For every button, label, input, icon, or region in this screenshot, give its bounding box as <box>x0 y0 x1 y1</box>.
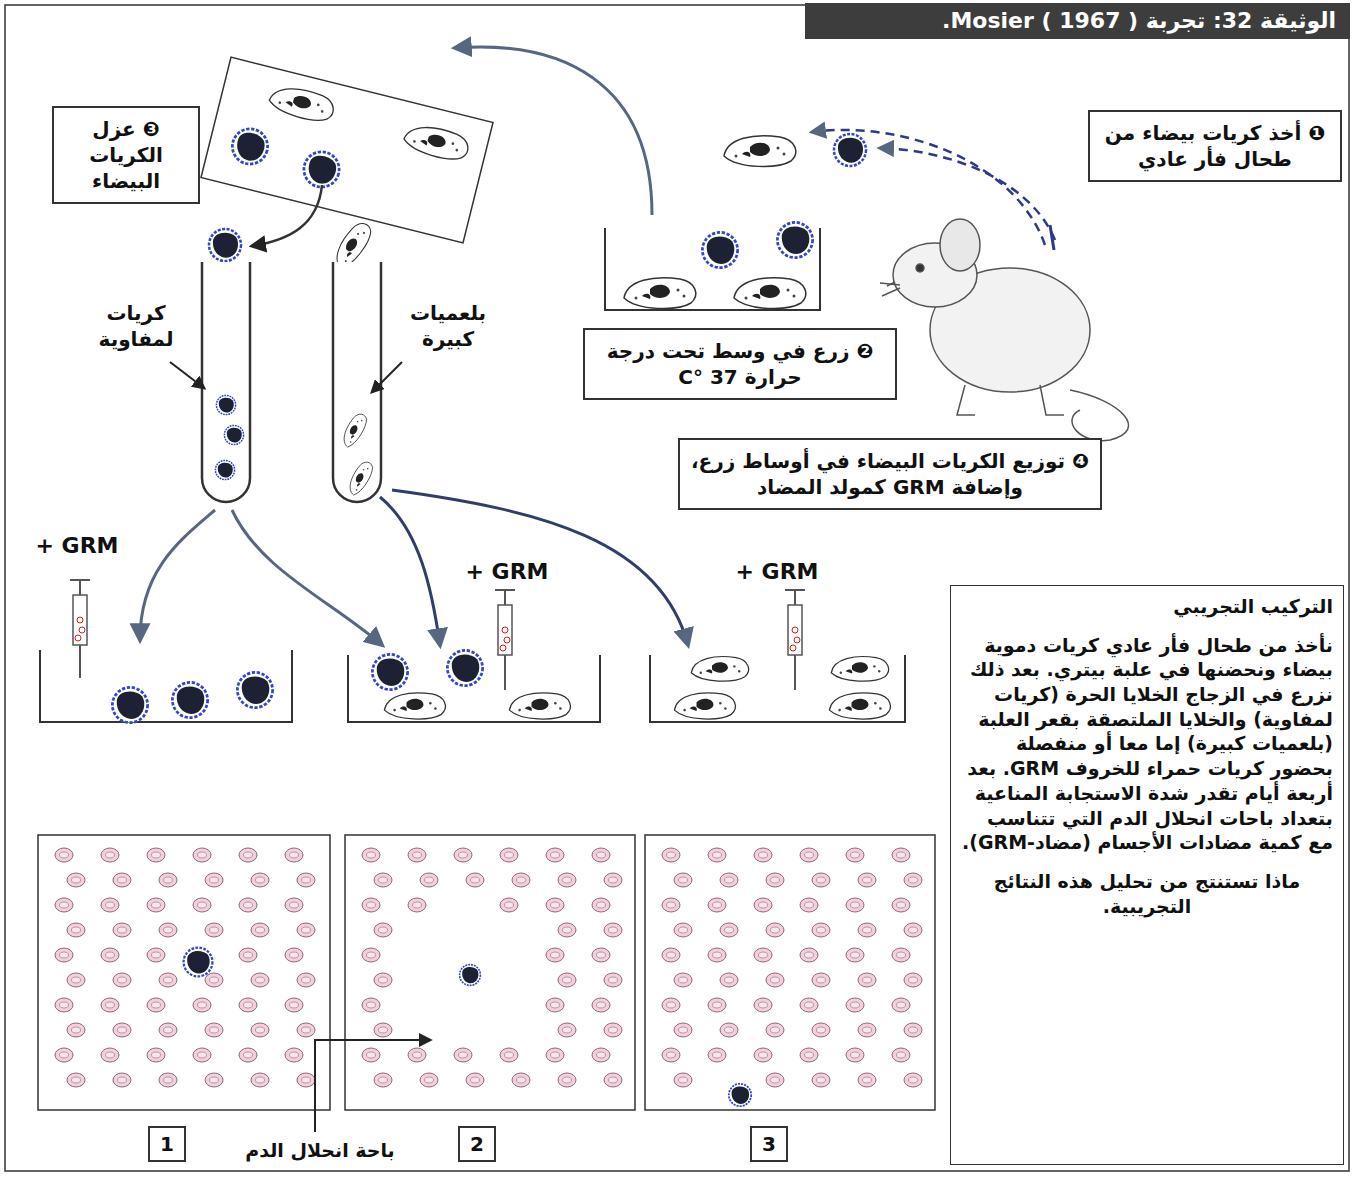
tube-label: كريات لمفاوية <box>86 300 186 352</box>
macrophage <box>724 136 796 167</box>
box-text: 3 <box>754 1131 784 1157</box>
culture-dish <box>40 650 905 722</box>
test-tube <box>202 262 381 502</box>
mouse <box>880 219 1129 441</box>
box-text: ❷ زرع في وسط تحت درجة حرارة 37 °C <box>595 338 885 390</box>
leader-line <box>372 362 402 392</box>
slide <box>201 57 493 243</box>
panel-number: 2 <box>458 1126 496 1162</box>
panel-number: 3 <box>750 1126 788 1162</box>
syringe <box>70 580 805 690</box>
arrow <box>252 185 322 246</box>
step-box: ❹ توزيع الكريات البيضاء في أوساط زرع، وإ… <box>678 438 1102 510</box>
result-panel <box>38 835 935 1110</box>
box-question: ماذا تستنتج من تحليل هذه النتائج التجريب… <box>961 869 1333 918</box>
box-body: نأخذ من طحال فأر عادي كريات دموية بيضاء … <box>961 633 1333 855</box>
box-text: ❹ توزيع الكريات البيضاء في أوساط زرع، وإ… <box>690 448 1090 500</box>
reagent-label: + GRM <box>22 532 132 561</box>
tube-label: بلعميات كبيرة <box>398 300 498 352</box>
leader-line <box>170 362 204 388</box>
arrow <box>140 490 688 645</box>
step-box: ❸ عزل الكريات البيضاء <box>52 106 200 204</box>
box-text: ❶ أخذ كريات بيضاء من طحال فأر عادي <box>1100 120 1330 172</box>
step-box: ❶ أخذ كريات بيضاء من طحال فأر عادي <box>1088 110 1342 182</box>
box-heading: التركيب التجريبي <box>961 594 1333 619</box>
reagent-label: + GRM <box>452 558 562 587</box>
lymphocyte <box>834 134 866 166</box>
setup-box: التركيب التجريبي نأخذ من طحال فأر عادي كر… <box>950 585 1344 1165</box>
dashed-arrow <box>812 130 1045 245</box>
leader-line <box>315 1040 430 1132</box>
dashed-arrow <box>880 148 1055 240</box>
document-title: الوثيقة 32: تجربة Mosier ( 1967 ). <box>805 3 1350 39</box>
red-blood-cells <box>55 848 922 1087</box>
plaque-label: باحة انحلال الدم <box>200 1138 440 1163</box>
box-text: 1 <box>152 1131 182 1157</box>
panel-number: 1 <box>148 1126 186 1162</box>
frame <box>5 5 1349 1171</box>
box-text: ❸ عزل الكريات البيضاء <box>64 116 188 194</box>
reagent-label: + GRM <box>722 558 832 587</box>
box-text: 2 <box>462 1131 492 1157</box>
step-box: ❷ زرع في وسط تحت درجة حرارة 37 °C <box>583 328 897 400</box>
